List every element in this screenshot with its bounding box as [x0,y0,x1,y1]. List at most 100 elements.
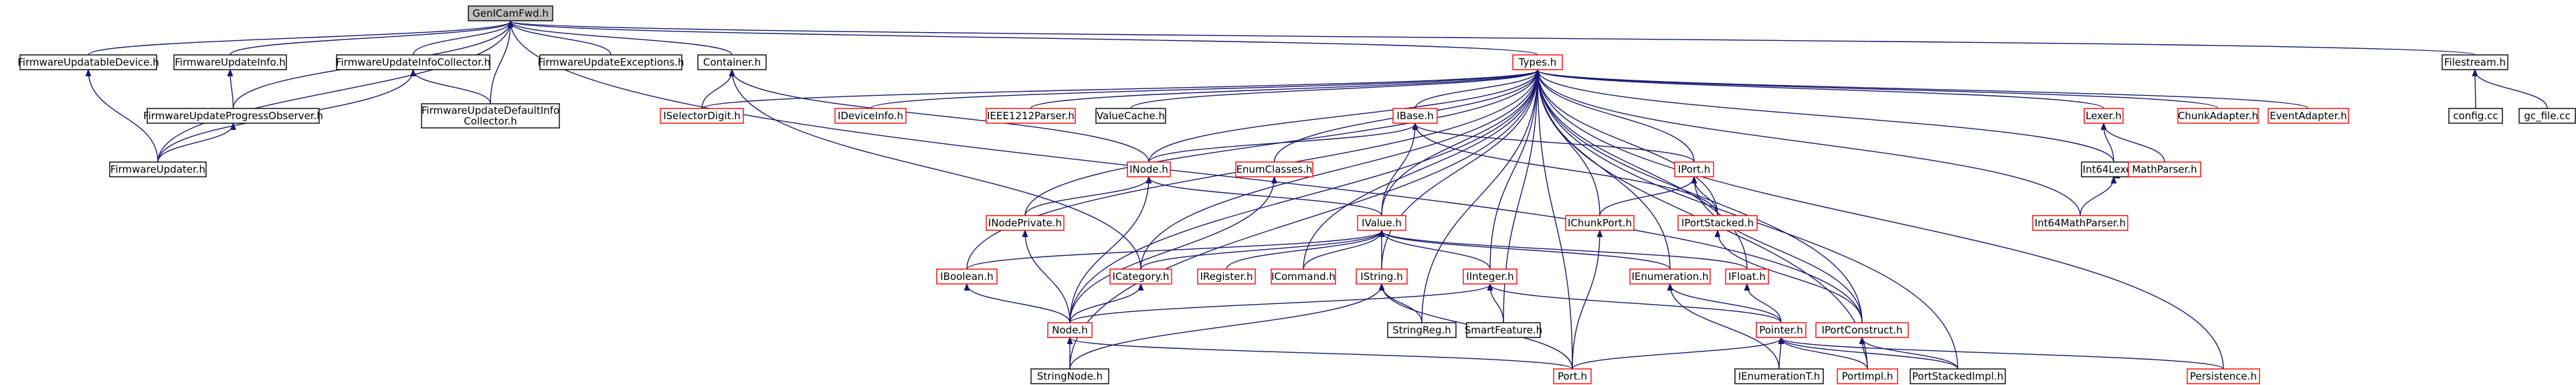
node-box[interactable] [2518,108,2576,124]
node-box[interactable] [1466,322,1541,338]
node-porth[interactable]: Port.h [1553,368,1592,384]
node-box[interactable] [1095,108,1166,124]
node-box[interactable] [1197,268,1256,285]
node-box[interactable] [1109,268,1172,285]
node-box[interactable] [1463,268,1517,285]
node-box[interactable] [1235,161,1313,177]
node-inode[interactable]: INode.h [1127,161,1171,177]
node-nodeh[interactable]: Node.h [1047,322,1093,338]
node-box[interactable] [986,215,1065,231]
node-types[interactable]: Types.h [1512,54,1563,70]
node-box[interactable] [2268,108,2349,124]
node-fwprogress[interactable]: FirmwareUpdateProgressObserver.h [143,108,323,124]
node-iportstacked[interactable]: IPortStacked.h [1677,215,1758,231]
node-ivalue[interactable]: IValue.h [1357,215,1406,231]
node-stringreg[interactable]: StringReg.h [1387,322,1457,338]
node-box[interactable] [1127,161,1171,177]
node-iport[interactable]: IPort.h [1674,161,1714,177]
node-label: StringNode.h [1037,370,1103,382]
node-persistence[interactable]: Persistence.h [2187,368,2260,384]
node-box[interactable] [1674,161,1714,177]
node-container[interactable]: Container.h [697,54,767,70]
node-box[interactable] [2177,108,2259,124]
node-stringnode[interactable]: StringNode.h [1030,368,1109,384]
node-box[interactable] [147,108,320,124]
node-box[interactable] [1512,54,1563,70]
node-configcc[interactable]: config.cc [2448,108,2503,124]
node-ifloat[interactable]: IFloat.h [1725,268,1769,285]
node-smartfeature[interactable]: SmartFeature.h [1465,322,1542,338]
node-box[interactable] [19,54,157,70]
node-box[interactable] [1734,368,1824,384]
node-pointer[interactable]: Pointer.h [1756,322,1807,338]
node-box[interactable] [1030,368,1109,384]
node-box[interactable] [697,54,767,70]
node-box[interactable] [1392,108,1438,124]
node-box[interactable] [660,108,744,124]
node-box[interactable] [834,108,907,124]
node-fwexceptions[interactable]: FirmwareUpdateExceptions.h [538,54,684,70]
node-box[interactable] [2032,215,2128,231]
node-gcfile[interactable]: gc_file.cc [2518,108,2576,124]
node-iboolean[interactable]: IBoolean.h [936,268,998,285]
node-box[interactable] [2442,54,2508,70]
node-box[interactable] [109,161,207,177]
node-box[interactable] [1387,322,1457,338]
node-box[interactable] [1815,322,1909,338]
include-edge [511,21,2476,56]
node-lexer[interactable]: Lexer.h [2084,108,2124,124]
node-mathparser[interactable]: MathParser.h [2128,161,2201,177]
node-box[interactable] [421,103,560,129]
node-iinteger[interactable]: IInteger.h [1463,268,1517,285]
node-int64mathparser[interactable]: Int64MathParser.h [2032,215,2128,231]
node-fwdev[interactable]: FirmwareUpdatableDevice.h [17,54,159,70]
node-ichunkport[interactable]: IChunkPort.h [1565,215,1635,231]
node-label: Container.h [703,56,761,68]
node-label: IPortStacked.h [1681,217,1754,229]
node-ienumeration[interactable]: IEnumeration.h [1629,268,1711,285]
node-icommand[interactable]: ICommand.h [1271,268,1336,285]
node-inodeprivate[interactable]: INodePrivate.h [986,215,1065,231]
node-icategory[interactable]: ICategory.h [1109,268,1172,285]
node-portstackedimpl[interactable]: PortStackedImpl.h [1910,368,2006,384]
node-box[interactable] [1629,268,1711,285]
node-box[interactable] [2084,108,2124,124]
node-ienumerationt[interactable]: IEnumerationT.h [1734,368,1824,384]
node-box[interactable] [936,268,998,285]
node-enumclasses[interactable]: EnumClasses.h [1235,161,1313,177]
node-ieee[interactable]: IEEE1212Parser.h [986,108,1076,124]
node-ideviceinfo[interactable]: IDeviceInfo.h [834,108,907,124]
node-iregister[interactable]: IRegister.h [1197,268,1256,285]
node-box[interactable] [2128,161,2201,177]
node-iportconstruct[interactable]: IPortConstruct.h [1815,322,1909,338]
node-box[interactable] [1357,215,1406,231]
node-box[interactable] [1047,322,1093,338]
node-box[interactable] [1677,215,1758,231]
node-filestream[interactable]: Filestream.h [2442,54,2508,70]
node-box[interactable] [2448,108,2503,124]
node-valuecache[interactable]: ValueCache.h [1095,108,1166,124]
node-box[interactable] [1725,268,1769,285]
node-box[interactable] [539,54,682,70]
node-portimpl[interactable]: PortImpl.h [1837,368,1898,384]
node-box[interactable] [1271,268,1336,285]
node-istring[interactable]: IString.h [1356,268,1408,285]
node-box[interactable] [173,54,287,70]
node-chunkadapter[interactable]: ChunkAdapter.h [2177,108,2259,124]
node-box[interactable] [2187,368,2260,384]
node-fwupdater[interactable]: FirmwareUpdater.h [109,161,207,177]
node-box[interactable] [986,108,1076,124]
node-box[interactable] [1837,368,1898,384]
node-box[interactable] [336,54,490,70]
node-eventadapter[interactable]: EventAdapter.h [2268,108,2349,124]
node-box[interactable] [1553,368,1592,384]
node-box[interactable] [1910,368,2006,384]
node-ibase[interactable]: IBase.h [1392,108,1438,124]
node-box[interactable] [1756,322,1807,338]
node-iselectordigit[interactable]: ISelectorDigit.h [660,108,744,124]
node-box[interactable] [1565,215,1635,231]
node-fwinfo[interactable]: FirmwareUpdateInfo.h [173,54,287,70]
node-fwcollector[interactable]: FirmwareUpdateInfoCollector.h [336,54,490,70]
node-box[interactable] [1356,268,1408,285]
